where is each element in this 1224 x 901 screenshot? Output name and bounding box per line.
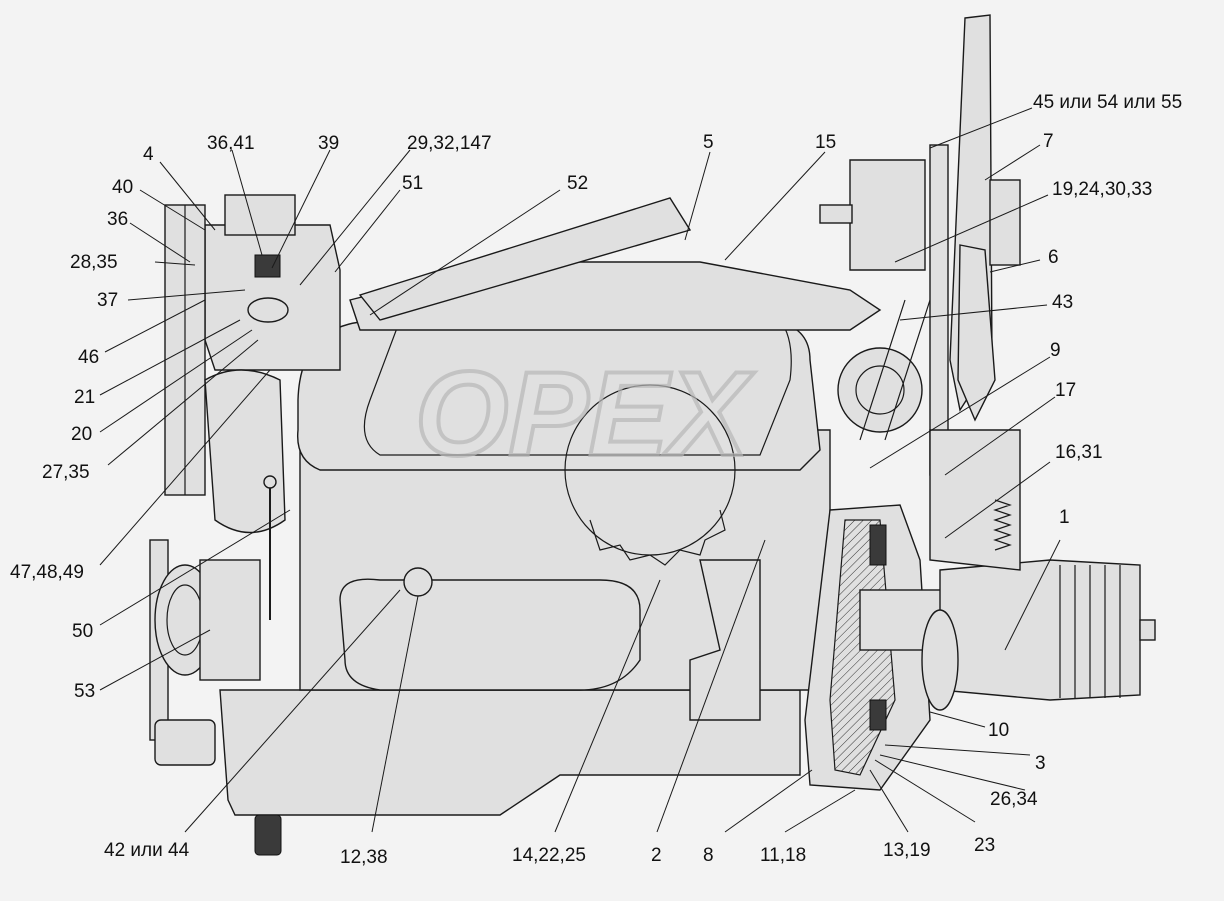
release-spring: [993, 499, 1012, 551]
water-pump: [837, 347, 923, 433]
callout-29-32-147: 29,32,147: [407, 133, 492, 154]
callout-27-35: 27,35: [42, 462, 90, 483]
fan-blade-lower: [957, 244, 996, 422]
callout-4: 4: [143, 144, 154, 165]
callout-13-19: 13,19: [883, 840, 931, 861]
callout-16-31: 16,31: [1055, 442, 1103, 463]
callout-26-34: 26,34: [990, 789, 1038, 810]
generator: [849, 159, 926, 271]
oil-pan: [219, 689, 801, 816]
callout-23: 23: [974, 835, 995, 856]
callout-37: 37: [97, 290, 118, 311]
generator-shaft: [819, 204, 853, 224]
callout-8: 8: [703, 845, 714, 866]
callout-43: 43: [1052, 292, 1073, 313]
callouts: 4 36,41 39 29,32,147 40 51 36 52 28,35 3…: [10, 92, 1182, 868]
generator-bracket: [989, 179, 1021, 266]
timing-gear: [564, 384, 736, 566]
callout-7: 7: [1043, 131, 1054, 152]
compressor-port: [247, 297, 289, 323]
callout-36-41: 36,41: [207, 133, 255, 154]
crank-pulley: [149, 539, 261, 741]
callout-40: 40: [112, 177, 133, 198]
valve-cover-inner: [363, 319, 792, 456]
dipstick-handle: [263, 475, 277, 489]
fan-belt: [859, 299, 931, 441]
callout-46: 46: [78, 347, 99, 368]
callout-28-35: 28,35: [70, 252, 118, 273]
callout-21: 21: [74, 387, 95, 408]
callout-15: 15: [815, 132, 836, 153]
callout-50: 50: [72, 621, 93, 642]
callout-17: 17: [1055, 380, 1076, 401]
callout-9: 9: [1050, 340, 1061, 361]
callout-5: 5: [703, 132, 714, 153]
gearbox-ribs: [1059, 565, 1121, 698]
callout-11-18: 11,18: [760, 845, 806, 866]
callout-6: 6: [1048, 247, 1059, 268]
clutch-pulley: [921, 609, 959, 711]
bellhousing-rear: [929, 429, 1021, 571]
callout-14-22-25: 14,22,25: [512, 845, 586, 866]
gearbox-shaft: [1139, 619, 1156, 641]
callout-12-38: 12,38: [340, 847, 388, 868]
callout-51: 51: [402, 173, 423, 194]
callout-42-44: 42 или 44: [104, 840, 190, 861]
callout-20: 20: [71, 424, 92, 445]
exhaust-manifold: [339, 578, 641, 691]
callout-2: 2: [651, 845, 662, 866]
leader-lines: [99, 107, 1061, 833]
callout-3: 3: [1035, 753, 1046, 774]
callout-47-48-49: 47,48,49: [10, 562, 84, 583]
callout-1: 1: [1059, 507, 1070, 528]
oil-filler-cap: [403, 567, 433, 597]
engine-mount: [154, 719, 216, 766]
drain-plug: [254, 814, 282, 856]
water-pump-hub: [855, 365, 905, 415]
compressor-valve: [254, 254, 281, 278]
air-tube: [358, 197, 692, 321]
callout-53: 53: [74, 681, 95, 702]
callout-19-24-30-33: 19,24,30,33: [1052, 179, 1152, 200]
clutch-disc: [869, 524, 887, 566]
compressor-head: [224, 194, 296, 236]
callout-39: 39: [318, 133, 339, 154]
callout-36: 36: [107, 209, 128, 230]
callout-10: 10: [988, 720, 1009, 741]
watermark: OPEX: [415, 347, 755, 481]
clutch-disc-lower: [869, 699, 887, 731]
callout-52: 52: [567, 173, 588, 194]
oil-filter: [204, 369, 286, 534]
callout-45-54-55: 45 или 54 или 55: [1033, 92, 1182, 113]
